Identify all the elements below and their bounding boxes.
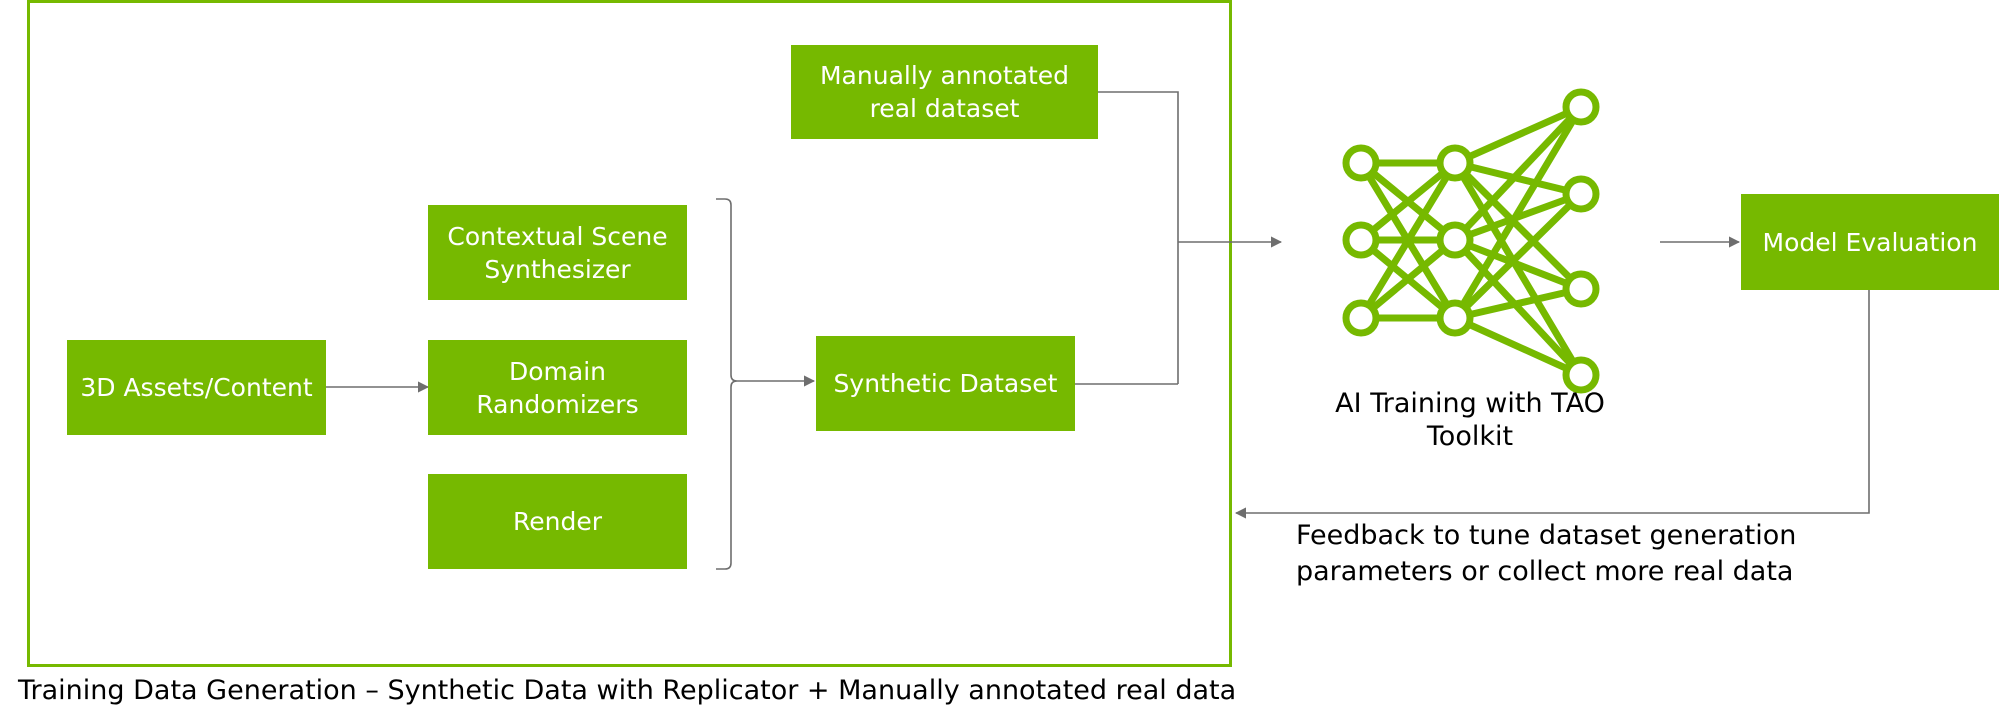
render-label: Render	[512, 507, 602, 536]
assets-box: 3D Assets/Content	[67, 340, 326, 435]
synthetic-dataset-label: Synthetic Dataset	[833, 369, 1058, 398]
render-box: Render	[428, 474, 687, 569]
assets-label: 3D Assets/Content	[80, 373, 313, 402]
model-evaluation-label: Model Evaluation	[1762, 227, 1978, 257]
contextual-scene-synthesizer-label: Contextual Scene Synthesizer	[447, 221, 668, 284]
manual-dataset-box: Manually annotated real dataset	[791, 45, 1098, 139]
feedback-label: Feedback to tune dataset generation para…	[1296, 520, 1797, 587]
frame-caption: Training Data Generation – Synthetic Dat…	[18, 675, 1237, 706]
neural-network-icon	[1342, 88, 1600, 394]
synthetic-dataset-box: Synthetic Dataset	[816, 336, 1075, 431]
grouping-brace	[716, 198, 738, 570]
ai-training-label: AI Training with TAO Toolkit	[1335, 388, 1605, 452]
manual-dataset-label: Manually annotated real dataset	[819, 61, 1069, 123]
training-data-generation-frame	[27, 0, 1232, 667]
domain-randomizers-label: Domain Randomizers	[476, 356, 639, 419]
arrow-feedback-loop	[1234, 290, 1870, 519]
line-manual-dataset-merge	[1098, 91, 1179, 384]
contextual-scene-synthesizer-box: Contextual Scene Synthesizer	[428, 205, 687, 300]
model-evaluation-box: Model Evaluation	[1741, 194, 1999, 290]
domain-randomizers-box: Domain Randomizers	[428, 340, 687, 435]
